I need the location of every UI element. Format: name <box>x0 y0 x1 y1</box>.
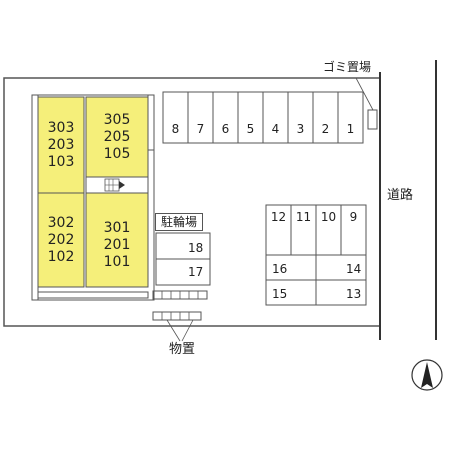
parking-space-7: 7 <box>196 122 205 136</box>
bicycle-parking <box>155 232 211 286</box>
parking-space-15: 15 <box>272 287 288 301</box>
unit-number: 202 <box>47 232 75 248</box>
unit-number: 103 <box>47 154 75 170</box>
unit-number: 101 <box>103 254 131 270</box>
parking-space-10: 10 <box>320 210 337 224</box>
parking-space-8: 8 <box>171 122 180 136</box>
storage-label: 物置 <box>169 342 196 357</box>
parking-space-5: 5 <box>246 122 255 136</box>
building-wall-bottom <box>37 291 149 299</box>
apartment-building <box>31 94 155 301</box>
garbage-leader-line <box>355 77 374 111</box>
unit-number: 203 <box>47 137 75 153</box>
unit-number: 205 <box>103 129 131 145</box>
unit-block-305 <box>85 96 149 178</box>
unit-number: 305 <box>103 112 131 128</box>
parking-space-14: 14 <box>346 262 362 276</box>
unit-number: 301 <box>103 220 131 236</box>
unit-block-301 <box>85 192 149 288</box>
parking-space-6: 6 <box>221 122 230 136</box>
parking-space-12: 12 <box>270 210 287 224</box>
parking-space-2: 2 <box>321 122 330 136</box>
bicycle-slot-17: 17 <box>188 265 204 279</box>
parking-space-16: 16 <box>272 262 288 276</box>
parking-right-block <box>265 204 367 306</box>
stairs-icon <box>104 178 125 192</box>
storage-racks <box>152 290 208 321</box>
unit-number: 102 <box>47 249 75 265</box>
parking-space-4: 4 <box>271 122 280 136</box>
garbage-area <box>367 109 378 130</box>
unit-number: 105 <box>103 146 131 162</box>
parking-space-13: 13 <box>346 287 362 301</box>
parking-space-9: 9 <box>349 210 358 224</box>
road-label: 道路 <box>387 188 414 203</box>
unit-number: 302 <box>47 215 75 231</box>
unit-stack-301: 301 201 101 <box>86 220 148 271</box>
unit-block-302 <box>37 192 85 288</box>
north-arrow-icon <box>411 359 443 391</box>
parking-top-row <box>162 91 364 144</box>
storage-leader-lines <box>166 319 194 342</box>
unit-number: 303 <box>47 120 75 136</box>
unit-stack-302: 302 202 102 <box>38 215 84 266</box>
site-boundary <box>3 77 380 327</box>
unit-number: 201 <box>103 237 131 253</box>
unit-stack-305: 305 205 105 <box>86 112 148 163</box>
garbage-label: ゴミ置場 <box>323 60 372 74</box>
unit-stack-303: 303 203 103 <box>38 120 84 171</box>
parking-space-11: 11 <box>295 210 312 224</box>
bicycle-slot-18: 18 <box>188 241 204 255</box>
parking-space-3: 3 <box>296 122 305 136</box>
bicycle-parking-label: 駐輪場 <box>155 213 204 231</box>
parking-space-1: 1 <box>346 122 355 136</box>
